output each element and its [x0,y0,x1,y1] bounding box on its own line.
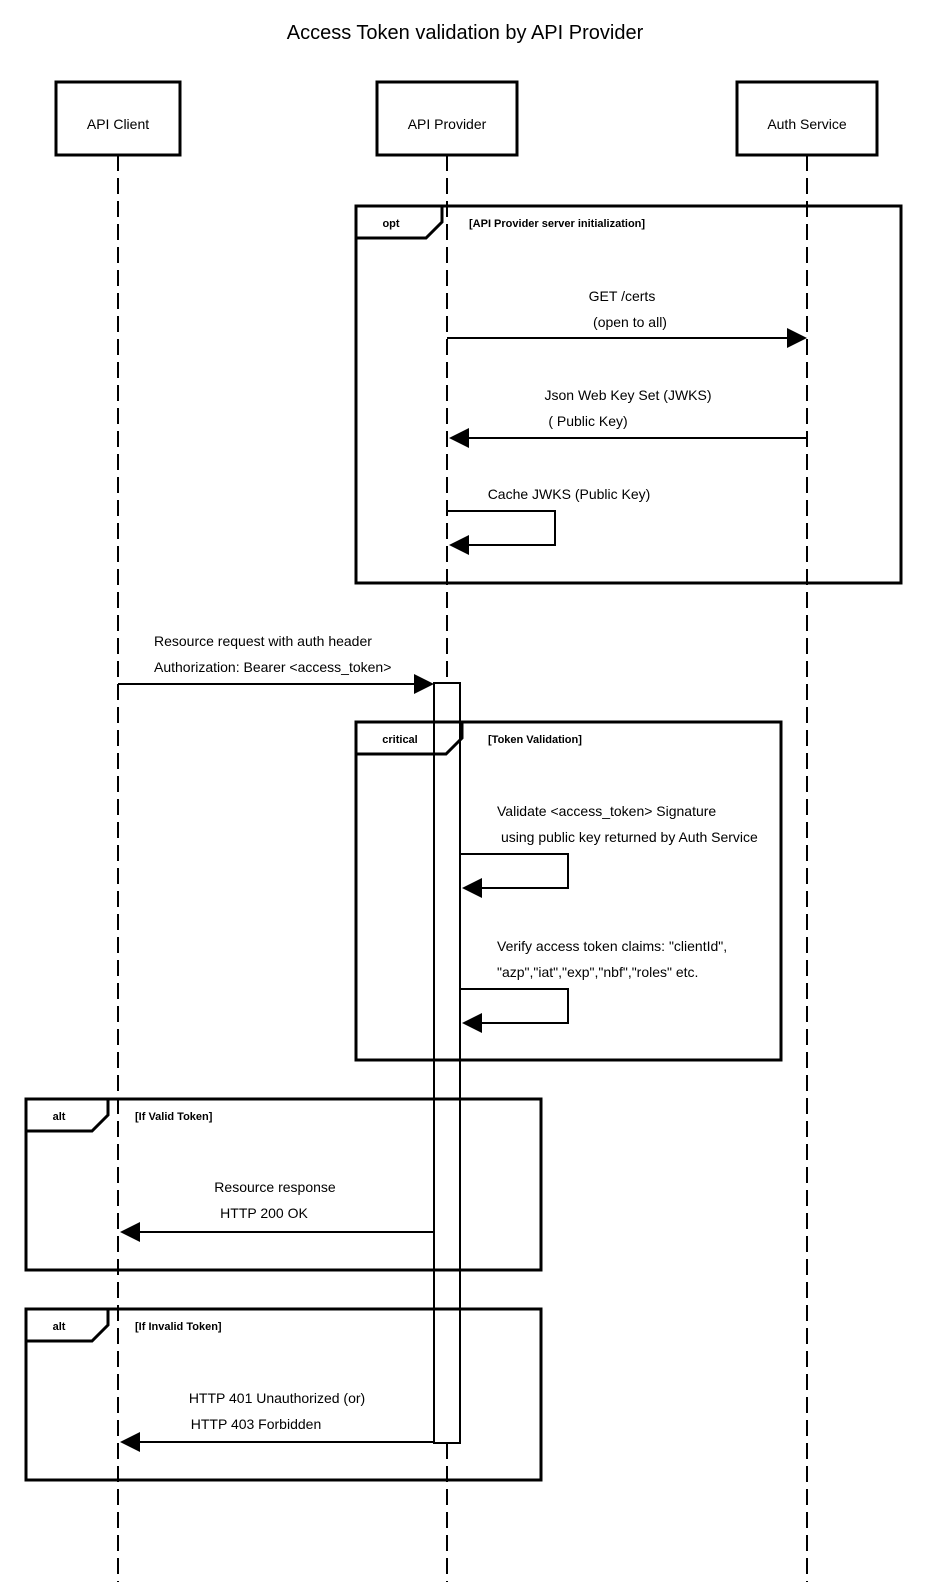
message-cache-jwks-arrow [447,510,556,546]
message-jwks[interactable]: Json Web Key Set (JWKS) ( Public Key) [449,387,807,448]
fragment-critical-guard: [Token Validation] [488,734,582,746]
message-get-certs[interactable]: GET /certs (open to all) [447,288,807,348]
message-resource-request-line2: Authorization: Bearer <access_token> [154,659,391,675]
actor-api-client[interactable]: API Client [54,80,182,157]
message-resource-request-line1: Resource request with auth header [154,633,372,649]
message-validate-signature-line2: using public key returned by Auth Servic… [501,829,758,845]
fragment-critical-operator: critical [382,734,417,746]
fragment-alt-invalid-operator: alt [53,1321,66,1333]
message-verify-claims-arrow [460,988,569,1024]
fragment-alt-valid-guard: [If Valid Token] [135,1111,213,1123]
actor-api-client-label: API Client [87,116,149,132]
fragment-alt-invalid-guard: [If Invalid Token] [135,1321,222,1333]
message-error-response[interactable]: HTTP 401 Unauthorized (or) HTTP 403 Forb… [120,1390,434,1452]
message-resource-request[interactable]: Resource request with auth header Author… [118,633,434,694]
diagram-title: Access Token validation by API Provider [287,22,644,44]
fragment-alt-invalid: alt [If Invalid Token] [24,1307,543,1482]
fragment-critical: critical [Token Validation] [354,720,783,1062]
message-verify-claims-line2: "azp","iat","exp","nbf","roles" etc. [497,964,698,980]
message-resource-response-line1: Resource response [214,1179,336,1195]
message-cache-jwks[interactable]: Cache JWKS (Public Key) [447,486,650,555]
actor-auth-service-label: Auth Service [767,116,847,132]
fragment-opt: opt [API Provider server initialization] [354,204,903,585]
message-error-response-line2: HTTP 403 Forbidden [191,1416,321,1432]
message-cache-jwks-line1: Cache JWKS (Public Key) [488,486,651,502]
actor-api-provider[interactable]: API Provider [375,80,519,157]
activation-bar-api-provider [433,682,461,1444]
fragment-alt-valid: alt [If Valid Token] [24,1097,543,1272]
actor-api-provider-label: API Provider [408,116,487,132]
fragment-alt-valid-operator: alt [53,1111,66,1123]
message-validate-signature-arrow [460,853,569,889]
message-validate-signature[interactable]: Validate <access_token> Signature using … [460,803,758,898]
message-jwks-line2: ( Public Key) [548,413,627,429]
message-get-certs-line1: GET /certs [589,288,656,304]
message-verify-claims-line1: Verify access token claims: "clientId", [497,938,727,954]
message-get-certs-line2: (open to all) [593,314,667,330]
message-resource-response[interactable]: Resource response HTTP 200 OK [120,1179,434,1242]
fragment-opt-guard: [API Provider server initialization] [469,218,645,230]
actor-auth-service[interactable]: Auth Service [735,80,879,157]
message-jwks-line1: Json Web Key Set (JWKS) [544,387,711,403]
message-verify-claims[interactable]: Verify access token claims: "clientId", … [460,938,727,1033]
message-error-response-line1: HTTP 401 Unauthorized (or) [189,1390,365,1406]
fragment-opt-operator: opt [382,218,399,230]
message-validate-signature-line1: Validate <access_token> Signature [497,803,716,819]
message-resource-response-line2: HTTP 200 OK [220,1205,308,1221]
